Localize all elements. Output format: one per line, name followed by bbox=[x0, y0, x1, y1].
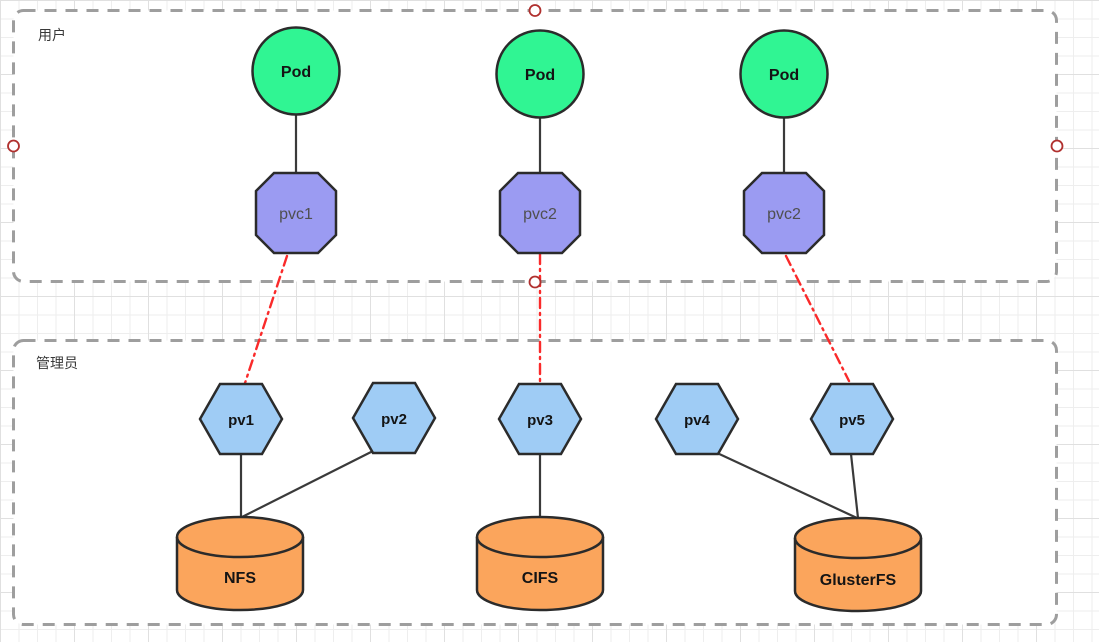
node-storage-cifs[interactable]: CIFS bbox=[475, 515, 605, 612]
node-pv1-label: pv1 bbox=[228, 412, 254, 429]
node-pv3[interactable]: pv3 bbox=[497, 382, 583, 456]
node-pv5[interactable]: pv5 bbox=[809, 382, 895, 456]
connection-point-top[interactable] bbox=[528, 4, 542, 17]
node-pv2-label: pv2 bbox=[381, 411, 407, 428]
edge-pvc2-pv5[interactable] bbox=[784, 254, 851, 383]
connection-point-right[interactable] bbox=[1050, 139, 1064, 153]
node-pod-1[interactable]: Pod bbox=[251, 26, 341, 116]
node-pv4-label: pv4 bbox=[684, 412, 711, 429]
node-pvc1-label: pvc1 bbox=[279, 206, 313, 223]
node-pvc1[interactable]: pvc1 bbox=[254, 171, 338, 255]
node-pv2[interactable]: pv2 bbox=[351, 381, 437, 455]
node-pvc2-mid[interactable]: pvc2 bbox=[498, 171, 582, 255]
connection-point-bottom[interactable] bbox=[528, 275, 542, 289]
node-pvc2-mid-label: pvc2 bbox=[523, 206, 557, 223]
node-pvc2-right-label: pvc2 bbox=[767, 206, 801, 223]
edge-pv5-glusterfs[interactable] bbox=[849, 452, 860, 520]
node-pv1[interactable]: pv1 bbox=[198, 382, 284, 456]
node-pod-2-label: Pod bbox=[525, 67, 555, 84]
node-pod-3[interactable]: Pod bbox=[739, 29, 829, 119]
group-user-label: 用户 bbox=[38, 27, 66, 43]
node-pod-2[interactable]: Pod bbox=[495, 29, 585, 119]
node-pv3-label: pv3 bbox=[527, 412, 553, 429]
node-storage-glusterfs-label: GlusterFS bbox=[820, 572, 897, 589]
node-storage-nfs[interactable]: NFS bbox=[175, 515, 305, 612]
node-storage-cifs-label: CIFS bbox=[522, 570, 559, 587]
binding-edges bbox=[243, 252, 851, 385]
edge-pv2-nfs[interactable] bbox=[240, 449, 375, 519]
node-pvc2-right[interactable]: pvc2 bbox=[742, 171, 826, 255]
group-admin-label: 管理员 bbox=[36, 355, 78, 371]
edge-pv4-glusterfs[interactable] bbox=[713, 450, 859, 520]
node-pod-3-label: Pod bbox=[769, 67, 799, 84]
connection-point-left[interactable] bbox=[7, 139, 20, 153]
node-pv4[interactable]: pv4 bbox=[654, 382, 740, 456]
node-storage-glusterfs[interactable]: GlusterFS bbox=[793, 516, 923, 613]
solid-edges bbox=[239, 112, 860, 520]
node-storage-nfs-label: NFS bbox=[224, 570, 256, 587]
node-pv5-label: pv5 bbox=[839, 412, 865, 429]
edge-pvc1-pv1[interactable] bbox=[243, 254, 289, 385]
node-pod-1-label: Pod bbox=[281, 64, 311, 81]
